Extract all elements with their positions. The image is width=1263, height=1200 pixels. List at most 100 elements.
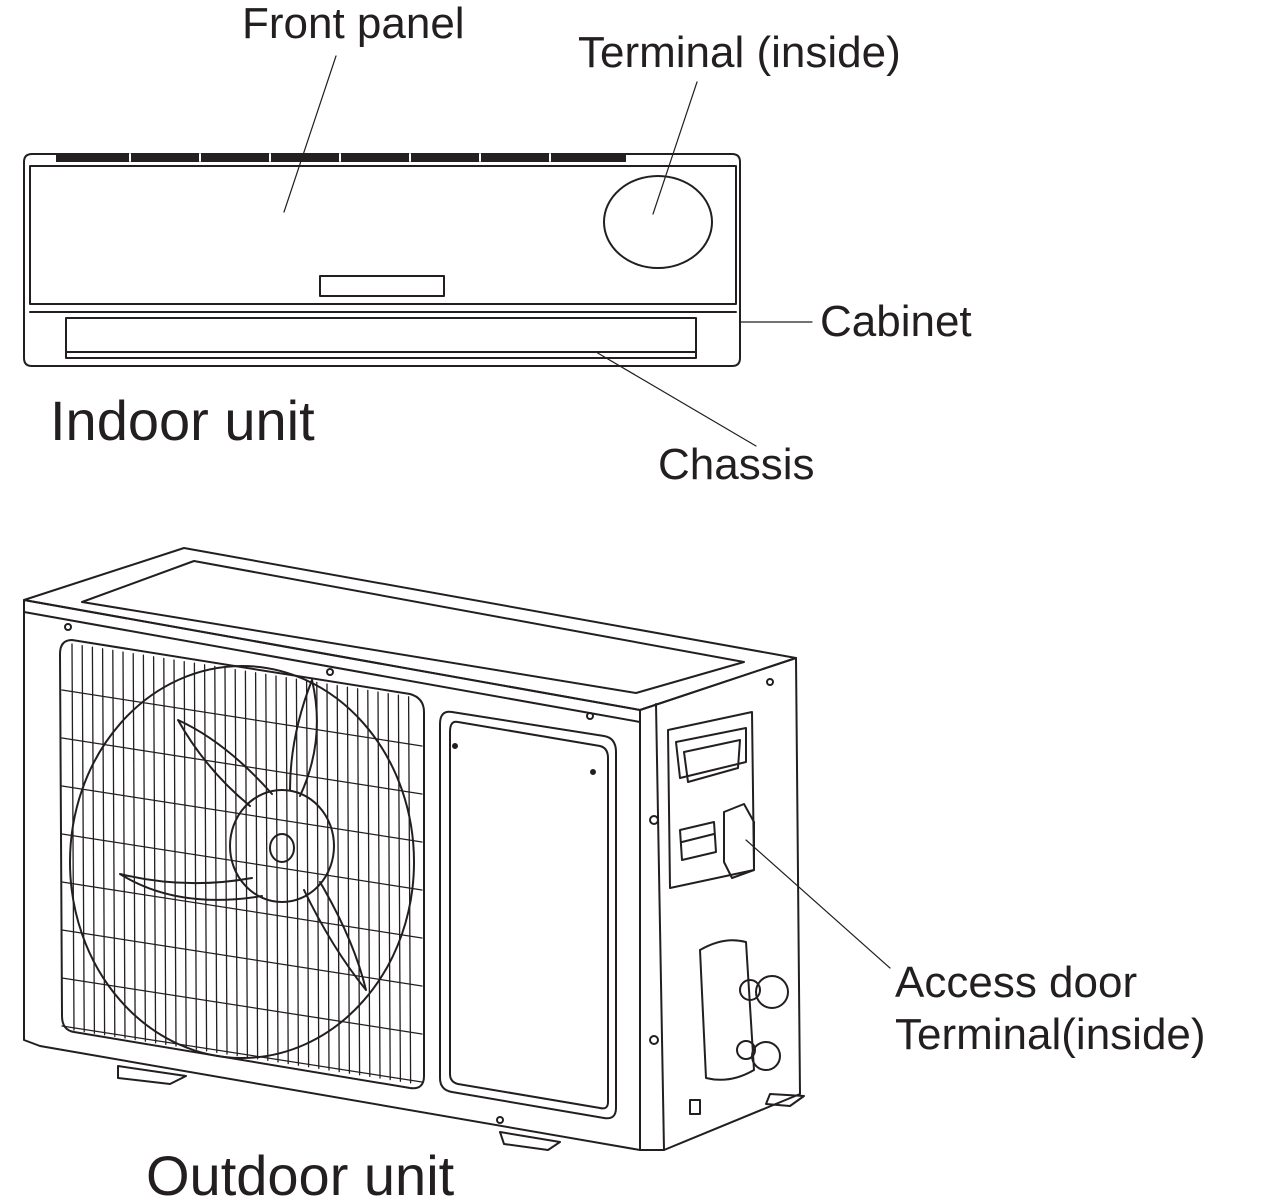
grille-bar-vertical: [356, 688, 361, 1076]
grille-bar-vertical: [214, 665, 218, 1054]
access-door-label: Access door: [895, 958, 1138, 1007]
grille-bar-vertical: [377, 691, 381, 1079]
fan-blade: [119, 873, 263, 901]
grille-bar-horizontal: [61, 689, 423, 747]
side-access-panel: [667, 711, 755, 889]
outdoor-unit-details: [64, 623, 805, 1151]
grille-bar-vertical: [173, 659, 177, 1047]
grille-bar-vertical: [81, 644, 85, 1033]
grille-bar-vertical: [254, 672, 259, 1060]
grille-bar-horizontal: [61, 881, 423, 939]
screw: [326, 668, 334, 676]
valve-bracket: [699, 939, 755, 1081]
intake-grille-slots: [129, 153, 551, 162]
terminal-inside-label: Terminal (inside): [578, 28, 901, 77]
front-top-edge-inner: [23, 611, 641, 723]
indoor-leader-lines: [283, 55, 813, 447]
screw: [586, 712, 594, 720]
grille-bar-vertical: [367, 689, 371, 1078]
outdoor-top-panel: [81, 560, 745, 694]
fan-hub-center: [269, 833, 295, 863]
grille-bar-vertical: [265, 673, 269, 1062]
fan-grille-bars: [61, 643, 423, 1084]
grille-bar-vertical: [71, 643, 75, 1031]
indoor-unit-drawing: [23, 153, 741, 367]
screw: [766, 678, 774, 686]
screw: [649, 1035, 659, 1045]
grille-bar-horizontal: [61, 785, 423, 843]
grille-bar-vertical: [142, 654, 147, 1042]
grille-bar-vertical: [285, 676, 289, 1065]
grille-bar-horizontal: [61, 833, 423, 891]
side-handle: [675, 727, 747, 779]
grille-bar-vertical: [91, 646, 96, 1034]
indoor-unit-title: Indoor unit: [50, 389, 315, 452]
screw: [496, 1116, 504, 1124]
outdoor-terminal-inside-label: Terminal(inside): [895, 1010, 1206, 1059]
side-handle-recess: [683, 739, 741, 783]
grille-bar-vertical: [244, 670, 249, 1058]
gas-valve: [755, 975, 789, 1009]
fan-grille-frame: [59, 639, 425, 1090]
grille-bar-vertical: [336, 684, 340, 1073]
grille-bar-vertical: [224, 667, 228, 1055]
service-port: [689, 1099, 701, 1115]
front-panel-label: Front panel: [242, 0, 465, 48]
grille-bar-vertical: [183, 660, 187, 1049]
fan-hub: [229, 789, 335, 903]
access-door-leader-line: [745, 839, 891, 969]
grille-bar-horizontal: [61, 1025, 423, 1083]
grille-bar-vertical: [203, 664, 208, 1052]
grille-bar-horizontal: [61, 929, 423, 987]
liquid-valve-cap: [736, 1040, 756, 1060]
grille-bar-vertical: [387, 692, 391, 1081]
front-panel-outline: [29, 165, 737, 305]
grille-bar-vertical: [163, 657, 167, 1046]
indoor-cabinet-outline: [23, 153, 741, 367]
grille-bar-vertical: [193, 662, 198, 1050]
cabinet-label: Cabinet: [820, 297, 972, 346]
grille-bar-vertical: [152, 656, 157, 1044]
chassis-label: Chassis: [658, 440, 815, 489]
terminal-cover-circle: [603, 175, 713, 269]
panel-screw: [452, 743, 458, 749]
grille-bar-vertical: [132, 652, 136, 1041]
outdoor-unit-drawing: [23, 547, 801, 1151]
grille-bar-vertical: [122, 651, 126, 1039]
front-service-panel-inner: [449, 720, 609, 1110]
terminal-block-line: [681, 833, 715, 843]
grille-bar-vertical: [112, 649, 116, 1038]
access-door: [723, 803, 755, 879]
fan-blade: [303, 881, 367, 991]
grille-bar-vertical: [295, 678, 300, 1066]
display-window: [319, 275, 445, 297]
grille-bar-vertical: [234, 668, 238, 1057]
grille-bar-vertical: [397, 694, 402, 1082]
panel-screw: [590, 769, 596, 775]
outdoor-front-face: [23, 599, 641, 1151]
fan-ring: [69, 665, 415, 1059]
gas-valve-cap: [739, 979, 761, 1001]
grille-bar-horizontal: [61, 977, 423, 1035]
terminal-block: [679, 821, 717, 861]
outdoor-side-face: [639, 657, 801, 1151]
front-service-panel: [439, 710, 617, 1120]
grille-bar-vertical: [305, 680, 310, 1068]
mounting-foot: [499, 1131, 561, 1151]
grille-bar-vertical: [407, 696, 412, 1084]
grille-bar-horizontal: [61, 737, 423, 795]
outdoor-unit-title: Outdoor unit: [146, 1144, 455, 1200]
screw: [649, 815, 659, 825]
air-outlet-louver: [65, 317, 697, 359]
mounting-foot: [117, 1065, 187, 1085]
grille-bar-vertical: [275, 675, 279, 1063]
grille-bar-vertical: [326, 683, 330, 1071]
fan-blade: [289, 679, 318, 797]
outdoor-top-face: [23, 547, 797, 711]
grille-bar-vertical: [101, 648, 106, 1036]
grille-bar-vertical: [346, 686, 351, 1074]
screw: [64, 623, 72, 631]
grille-bar-vertical: [316, 681, 320, 1070]
